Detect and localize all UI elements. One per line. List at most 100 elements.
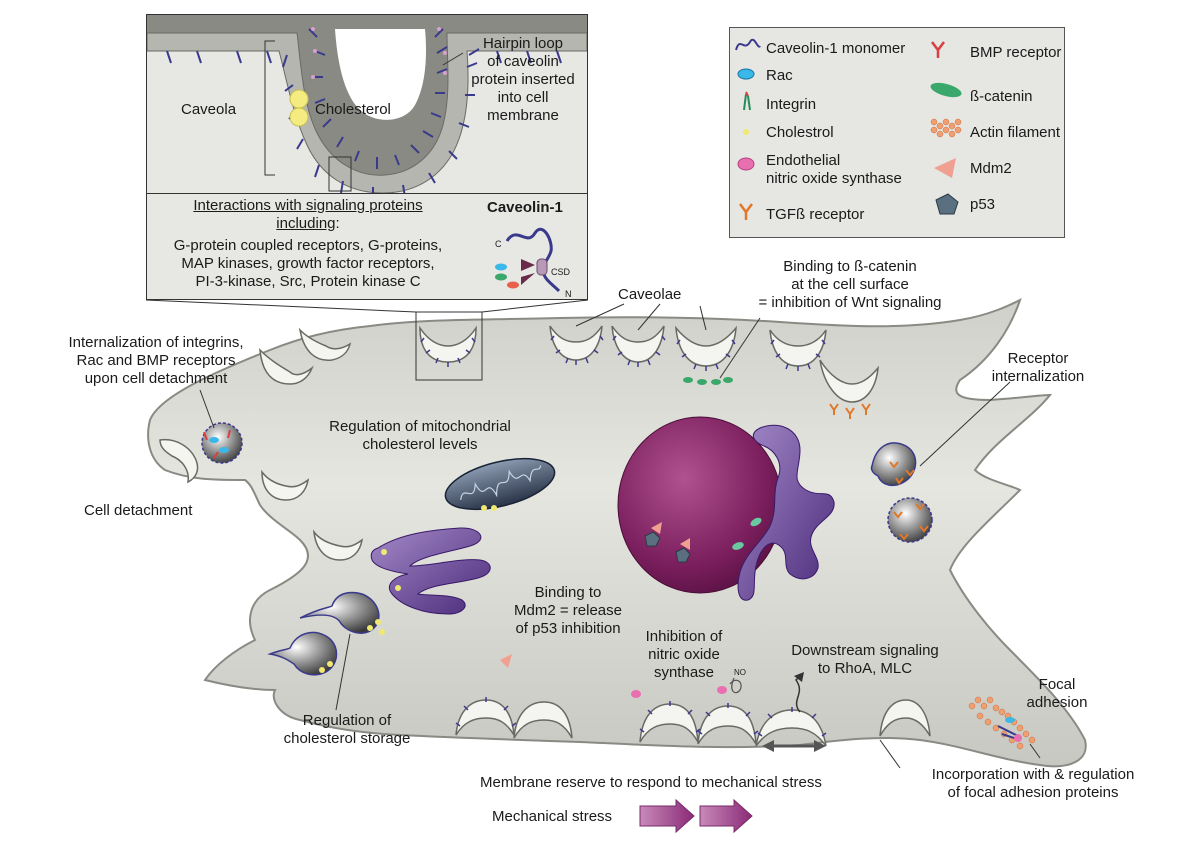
vesicle-receptor-1 bbox=[870, 442, 917, 487]
protein-line-1: G-protein coupled receptors, G-proteins, bbox=[173, 237, 443, 254]
nucleus bbox=[617, 416, 783, 594]
label-mito-cholesterol: Regulation of mitochondrial cholesterol … bbox=[314, 418, 526, 454]
n-terminus-label: N bbox=[565, 289, 572, 299]
label-mdm2-2: Mdm2 = release bbox=[514, 602, 622, 619]
label-mdm2-1: Binding to bbox=[534, 584, 602, 601]
mechanical-stress-arrows bbox=[639, 798, 753, 834]
hairpin-line-4: into cell bbox=[497, 89, 549, 106]
downstream-arrowhead bbox=[794, 672, 804, 682]
protein-list: G-protein coupled receptors, G-proteins,… bbox=[151, 237, 465, 291]
label-nos-2: nitric oxide bbox=[648, 646, 720, 663]
enos-group bbox=[631, 677, 742, 698]
hairpin-label: Hairpin loop of caveolin protein inserte… bbox=[463, 35, 583, 125]
beta-catenin-surface bbox=[683, 377, 733, 385]
caveola-inset-top: Caveola Cholesterol Hairpin loop of cave… bbox=[147, 15, 587, 194]
label-beta-catenin-1: Binding to ß-catenin bbox=[783, 258, 917, 275]
surface-caveolae bbox=[159, 325, 931, 747]
zoom-connector bbox=[145, 299, 589, 381]
caveolin-decor bbox=[420, 335, 827, 737]
vesicle-storage-2 bbox=[267, 631, 338, 676]
label-internalization-2: Rac and BMP receptors bbox=[76, 352, 236, 369]
label-no: NO bbox=[734, 668, 746, 677]
golgi-cholesterol bbox=[381, 549, 401, 591]
label-focal-incorporation: Incorporation with & regulation of focal… bbox=[906, 766, 1160, 802]
label-internalization-3: upon cell detachment bbox=[84, 370, 228, 387]
label-beta-catenin-3: = inhibition of Wnt signaling bbox=[758, 294, 942, 311]
label-cell-detachment: Cell detachment bbox=[84, 502, 193, 519]
legend-actin: Actin filament bbox=[970, 124, 1061, 141]
label-downstream-1: Downstream signaling bbox=[791, 642, 939, 659]
golgi-apparatus bbox=[370, 527, 491, 615]
leader-lines bbox=[199, 303, 1041, 769]
interactions-colon: : bbox=[335, 215, 340, 232]
label-focal-2: adhesion bbox=[1026, 694, 1088, 711]
label-incorporation-2: of focal adhesion proteins bbox=[947, 784, 1119, 801]
legend: Caveolin-1 monomer Rac Integrin Cholestr… bbox=[729, 27, 1065, 238]
cell-body bbox=[147, 298, 1087, 768]
legend-beta-catenin: ß-catenin bbox=[970, 88, 1033, 105]
label-storage-2: cholesterol storage bbox=[283, 730, 411, 747]
vesicle-storage-1 bbox=[299, 591, 385, 635]
caveola-drawing bbox=[147, 15, 587, 193]
vesicle-integrin bbox=[201, 422, 243, 464]
caveola-inset: Caveola Cholesterol Hairpin loop of cave… bbox=[146, 14, 588, 300]
protein-line-2: MAP kinases, growth factor receptors, bbox=[181, 255, 435, 272]
legend-icons bbox=[735, 38, 962, 220]
membrane-reserve-arrow bbox=[762, 740, 826, 752]
interactions-line-2-wrap: including: bbox=[155, 215, 461, 233]
tgfb-receptors-surface bbox=[829, 403, 871, 419]
c-terminus-label: C bbox=[495, 239, 502, 249]
interactions-heading: Interactions with signaling proteins inc… bbox=[155, 197, 461, 233]
label-mito-1: Regulation of mitochondrial bbox=[329, 418, 511, 435]
interactions-panel: Interactions with signaling proteins inc… bbox=[147, 193, 587, 299]
label-mdm2: Binding to Mdm2 = release of p53 inhibit… bbox=[498, 584, 638, 638]
caveola-label: Caveola bbox=[181, 101, 237, 118]
legend-enos-1: Endothelial bbox=[766, 152, 841, 169]
focal-adhesion-actin bbox=[968, 696, 1036, 750]
label-beta-catenin-2: at the cell surface bbox=[791, 276, 909, 293]
nuclear-p53-mdm2 bbox=[644, 517, 762, 563]
label-nos-inhibition: Inhibition of nitric oxide synthase bbox=[628, 628, 740, 682]
legend-tgfb: TGFß receptor bbox=[766, 206, 865, 223]
label-internalization-1: Internalization of integrins, bbox=[68, 334, 244, 351]
label-cholesterol-storage: Regulation of cholesterol storage bbox=[262, 712, 432, 748]
hairpin-line-5: membrane bbox=[487, 107, 559, 124]
cholesterol-label: Cholesterol bbox=[315, 101, 391, 118]
protein-line-3: PI-3-kinase, Src, Protein kinase C bbox=[195, 273, 421, 290]
vesicle-receptor-2 bbox=[887, 497, 933, 543]
hairpin-line-3: protein inserted bbox=[471, 71, 575, 88]
label-incorporation-1: Incorporation with & regulation bbox=[931, 766, 1135, 783]
csd-label: CSD bbox=[551, 267, 571, 277]
hairpin-line-2: of caveolin bbox=[487, 53, 559, 70]
caveolin-schematic bbox=[495, 227, 561, 293]
mitochondrion bbox=[444, 457, 556, 511]
label-internalization: Internalization of integrins, Rac and BM… bbox=[36, 334, 276, 388]
mdm2-membrane bbox=[500, 654, 512, 668]
label-mito-2: cholesterol levels bbox=[362, 436, 478, 453]
label-focal-adhesion: Focal adhesion bbox=[1022, 676, 1092, 712]
label-focal-1: Focal bbox=[1038, 676, 1076, 693]
legend-caveolin: Caveolin-1 monomer bbox=[766, 40, 906, 57]
label-downstream: Downstream signaling to RhoA, MLC bbox=[780, 642, 950, 678]
label-beta-catenin: Binding to ß-catenin at the cell surface… bbox=[740, 258, 960, 312]
interactions-line-2: including bbox=[276, 215, 336, 232]
legend-enos-2: nitric oxide synthase bbox=[766, 170, 902, 187]
legend-integrin: Integrin bbox=[766, 96, 817, 113]
label-caveolae: Caveolae bbox=[618, 286, 682, 303]
label-downstream-2: to RhoA, MLC bbox=[817, 660, 913, 677]
label-storage-1: Regulation of bbox=[302, 712, 392, 729]
hairpin-line-1: Hairpin loop bbox=[482, 35, 564, 52]
legend-rac: Rac bbox=[766, 67, 793, 84]
caveolin-title: Caveolin-1 bbox=[487, 199, 563, 216]
label-mdm2-3: of p53 inhibition bbox=[515, 620, 621, 637]
endoplasmic-reticulum bbox=[737, 424, 835, 601]
label-nos-3: synthase bbox=[653, 664, 715, 681]
interactions-line-1: Interactions with signaling proteins bbox=[193, 197, 423, 214]
legend-mdm2: Mdm2 bbox=[970, 160, 1012, 177]
label-receptor-1: Receptor bbox=[1007, 350, 1069, 367]
legend-cholesterol: Cholestrol bbox=[766, 124, 834, 141]
legend-bmp: BMP receptor bbox=[970, 44, 1062, 61]
label-membrane-reserve: Membrane reserve to respond to mechanica… bbox=[480, 774, 822, 791]
